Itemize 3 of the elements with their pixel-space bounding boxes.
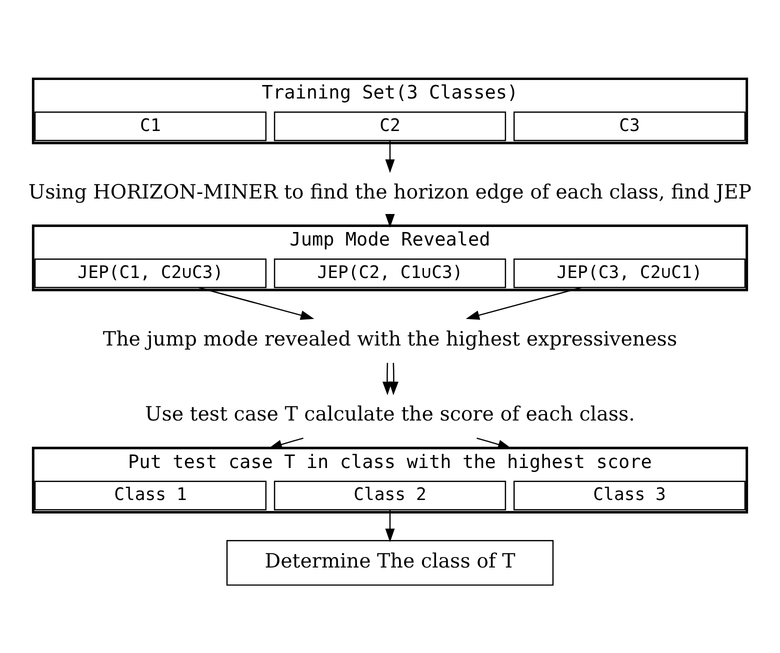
node-text: Use test case T calculate the score of each class. bbox=[145, 402, 635, 426]
node-text: Using HORIZON-MINER to find the horizon edge of each class, find JEP bbox=[28, 180, 752, 203]
node-text: The jump mode revealed with the highest expressiveness bbox=[102, 326, 678, 350]
